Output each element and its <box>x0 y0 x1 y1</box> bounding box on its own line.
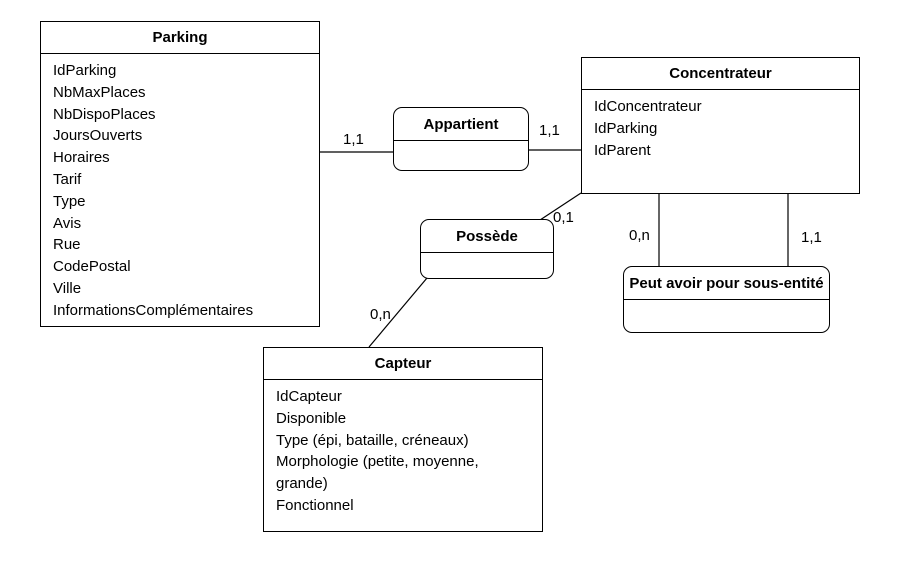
attribute-type: Type <box>53 192 86 210</box>
cardinality-capteur-possede: 0,n <box>370 306 391 323</box>
cardinality-sous-entite-right: 1,1 <box>801 229 822 246</box>
entity-capteur-title: Capteur <box>264 348 542 380</box>
relation-appartient-label: Appartient <box>423 115 499 133</box>
line-concentrateur-possede <box>536 192 582 223</box>
cardinality-concentrateur-possede: 0,1 <box>553 209 574 226</box>
attribute-horaires: Horaires <box>53 149 110 167</box>
relation-possede-label: Possède <box>456 227 518 245</box>
cardinality-parking-appartient: 1,1 <box>343 131 364 148</box>
attribute-nbdispoplaces: NbDispoPlaces <box>53 105 156 123</box>
relation-appartient-divider <box>394 140 528 141</box>
relation-sous-entite: Peut avoir pour sous-entité <box>623 266 830 333</box>
entity-capteur: Capteur IdCapteur Disponible Type (épi, … <box>263 347 543 532</box>
relation-sous-entite-label: Peut avoir pour sous-entité <box>629 274 824 292</box>
attribute-informationscomplementaires: InformationsComplémentaires <box>53 301 254 319</box>
entity-parking-title: Parking <box>41 22 319 54</box>
entity-concentrateur: Concentrateur IdConcentrateur IdParking … <box>581 57 860 194</box>
entity-concentrateur-title: Concentrateur <box>582 58 859 90</box>
attribute-morphologie: Morphologie (petite, moyenne, grande) <box>276 453 479 493</box>
entity-parking: Parking IdParking NbMaxPlaces NbDispoPla… <box>40 21 320 327</box>
attribute-rue: Rue <box>53 236 81 254</box>
attribute-joursouverts: JoursOuverts <box>53 127 143 145</box>
relation-appartient: Appartient <box>393 107 529 171</box>
attribute-fonctionnel: Fonctionnel <box>276 496 354 514</box>
attribute-ville: Ville <box>53 279 82 297</box>
attribute-tarif: Tarif <box>53 170 82 188</box>
attribute-type: Type (épi, bataille, créneaux) <box>276 431 469 449</box>
attribute-idparent: IdParent <box>594 141 651 159</box>
attribute-idcapteur: IdCapteur <box>276 388 342 405</box>
relation-possede: Possède <box>420 219 554 279</box>
cardinality-concentrateur-appartient: 1,1 <box>539 122 560 139</box>
entity-concentrateur-attributes: IdConcentrateur IdParking IdParent <box>582 90 859 161</box>
relation-possede-divider <box>421 252 553 253</box>
entity-parking-attributes: IdParking NbMaxPlaces NbDispoPlaces Jour… <box>41 54 319 322</box>
entity-capteur-attributes: IdCapteur Disponible Type (épi, bataille… <box>264 380 542 517</box>
relation-sous-entite-divider <box>624 299 829 300</box>
attribute-avis: Avis <box>53 214 82 232</box>
cardinality-sous-entite-left: 0,n <box>629 227 650 244</box>
attribute-idconcentrateur: IdConcentrateur <box>594 98 702 115</box>
attribute-codepostal: CodePostal <box>53 258 131 276</box>
attribute-idparking: IdParking <box>53 62 117 79</box>
line-possede-capteur <box>368 277 428 348</box>
attribute-idparking: IdParking <box>594 119 658 137</box>
attribute-nbmaxplaces: NbMaxPlaces <box>53 83 146 101</box>
attribute-disponible: Disponible <box>276 409 347 427</box>
